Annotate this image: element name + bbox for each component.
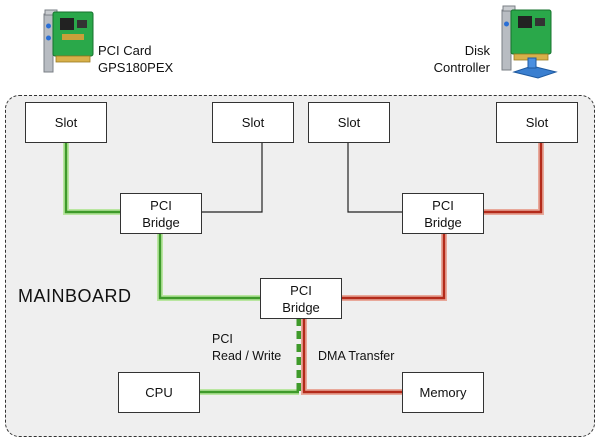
network-connector-icon	[512, 57, 558, 79]
pci-card-label-line2: GPS180PEX	[98, 60, 174, 75]
pci-read-write-annotation: PCI Read / Write	[212, 332, 282, 363]
dma-path-glow-1	[482, 143, 544, 215]
disk-controller-label-line2: Controller	[433, 60, 490, 75]
pci-path-glow-2	[157, 232, 260, 301]
link-slot2-bridge-left	[202, 143, 263, 213]
disk-controller-card-icon	[501, 5, 552, 71]
pci-bridge-right: PCI Bridge	[402, 193, 484, 234]
mainboard-label: MAINBOARD	[18, 286, 132, 306]
disk-controller-label: Disk Controller	[420, 42, 490, 76]
dma-transfer-annotation: DMA Transfer	[318, 349, 395, 363]
pci-path-glow-1	[63, 143, 120, 215]
pci-path-slot1	[64, 143, 120, 214]
cpu-box: CPU	[118, 372, 200, 413]
dma-path-memory	[302, 318, 402, 394]
dma-path-slot4	[482, 143, 543, 214]
mainboard-area	[5, 95, 595, 437]
link-slot3-bridge-right	[347, 143, 402, 213]
pci-bridge-left: PCI Bridge	[120, 193, 202, 234]
pci-bridge-center: PCI Bridge	[260, 278, 342, 319]
slot-2-box: Slot	[212, 102, 294, 143]
disk-controller-label-line1: Disk	[464, 43, 490, 58]
pci-card-label-line1: PCI Card	[98, 43, 152, 58]
dma-path-glow-2	[340, 232, 447, 301]
pci-card-label: PCI Card GPS180PEX	[98, 42, 173, 76]
pci-card-icon	[43, 9, 94, 73]
slot-4-box: Slot	[496, 102, 578, 143]
slot-3-box: Slot	[308, 102, 390, 143]
pci-path-bridge-left-center	[158, 232, 260, 300]
memory-box: Memory	[402, 372, 484, 413]
slot-1-box: Slot	[25, 102, 107, 143]
dma-path-bridge-right-center	[340, 232, 446, 300]
